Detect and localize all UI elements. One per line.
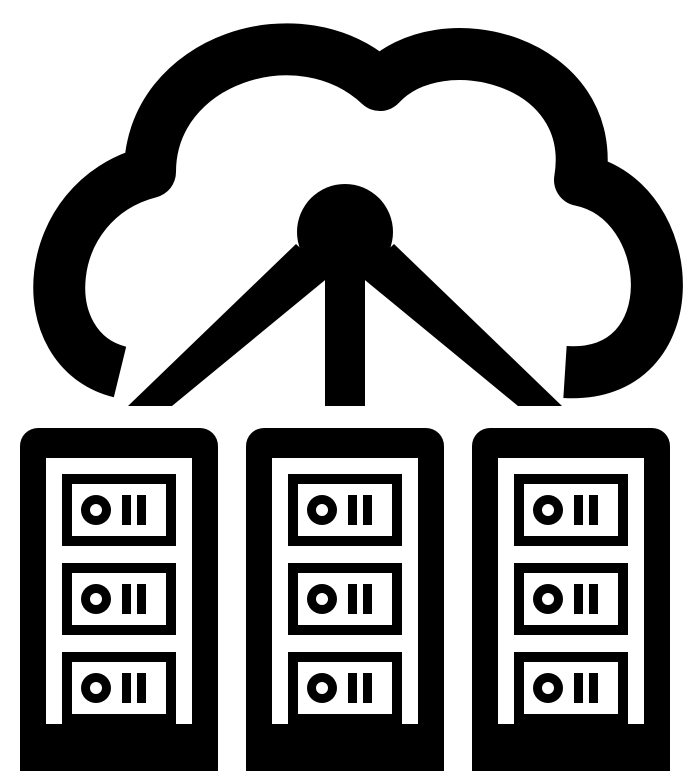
unit-bar-1: [122, 495, 131, 525]
network-hub-icon: [297, 184, 393, 280]
server-unit-icon: [62, 474, 176, 546]
server-unit-icon: [288, 652, 402, 724]
unit-led-center: [316, 504, 328, 516]
unit-bar-2: [363, 673, 372, 703]
server-unit-icon: [288, 563, 402, 635]
unit-led-center: [542, 504, 554, 516]
unit-bar-1: [574, 495, 583, 525]
server-unit-icon: [514, 563, 628, 635]
cloud-outline-icon: [33, 23, 683, 399]
unit-bar-2: [137, 495, 146, 525]
unit-bar-1: [574, 584, 583, 614]
unit-led-center: [316, 682, 328, 694]
unit-led-center: [316, 593, 328, 605]
server-racks: [20, 428, 670, 771]
server-unit-icon: [62, 563, 176, 635]
unit-bar-2: [363, 584, 372, 614]
unit-led-center: [90, 593, 102, 605]
server-rack-icon: [472, 428, 670, 771]
unit-bar-1: [122, 673, 131, 703]
unit-led-center: [90, 504, 102, 516]
connector-left: [128, 244, 330, 406]
server-unit-icon: [514, 652, 628, 724]
server-unit-icon: [62, 652, 176, 724]
server-rack-icon: [20, 428, 218, 771]
unit-bar-1: [348, 495, 357, 525]
unit-led-center: [542, 682, 554, 694]
unit-bar-1: [574, 673, 583, 703]
unit-bar-2: [137, 673, 146, 703]
unit-bar-1: [348, 584, 357, 614]
unit-bar-2: [589, 584, 598, 614]
unit-bar-2: [589, 495, 598, 525]
unit-bar-2: [137, 584, 146, 614]
unit-led-center: [90, 682, 102, 694]
connector-right: [360, 244, 562, 406]
server-rack-icon: [246, 428, 444, 771]
server-unit-icon: [514, 474, 628, 546]
unit-bar-2: [363, 495, 372, 525]
server-unit-icon: [288, 474, 402, 546]
unit-bar-1: [348, 673, 357, 703]
unit-bar-1: [122, 584, 131, 614]
unit-bar-2: [589, 673, 598, 703]
unit-led-center: [542, 593, 554, 605]
